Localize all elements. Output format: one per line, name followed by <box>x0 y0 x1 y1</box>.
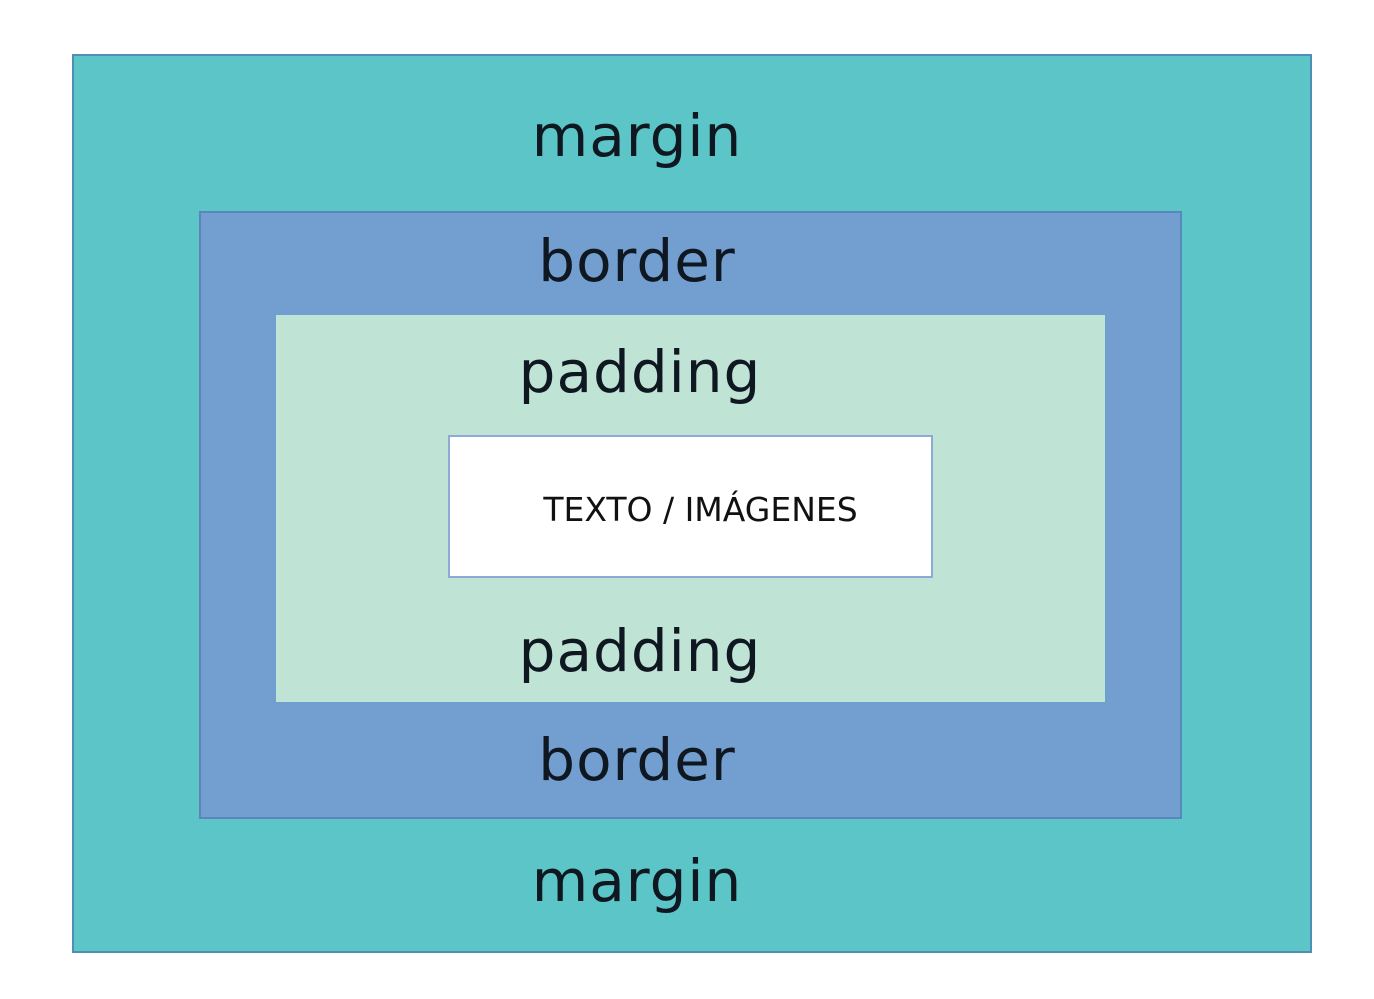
border-top-label: border <box>538 227 736 295</box>
padding-top-label: padding <box>518 338 762 406</box>
content-label: TEXTO / IMÁGENES <box>543 490 858 529</box>
padding-bottom-label: padding <box>518 617 762 685</box>
content-area <box>448 435 933 578</box>
margin-bottom-label: margin <box>531 847 743 915</box>
margin-top-label: margin <box>531 102 743 170</box>
border-bottom-label: border <box>538 726 736 794</box>
